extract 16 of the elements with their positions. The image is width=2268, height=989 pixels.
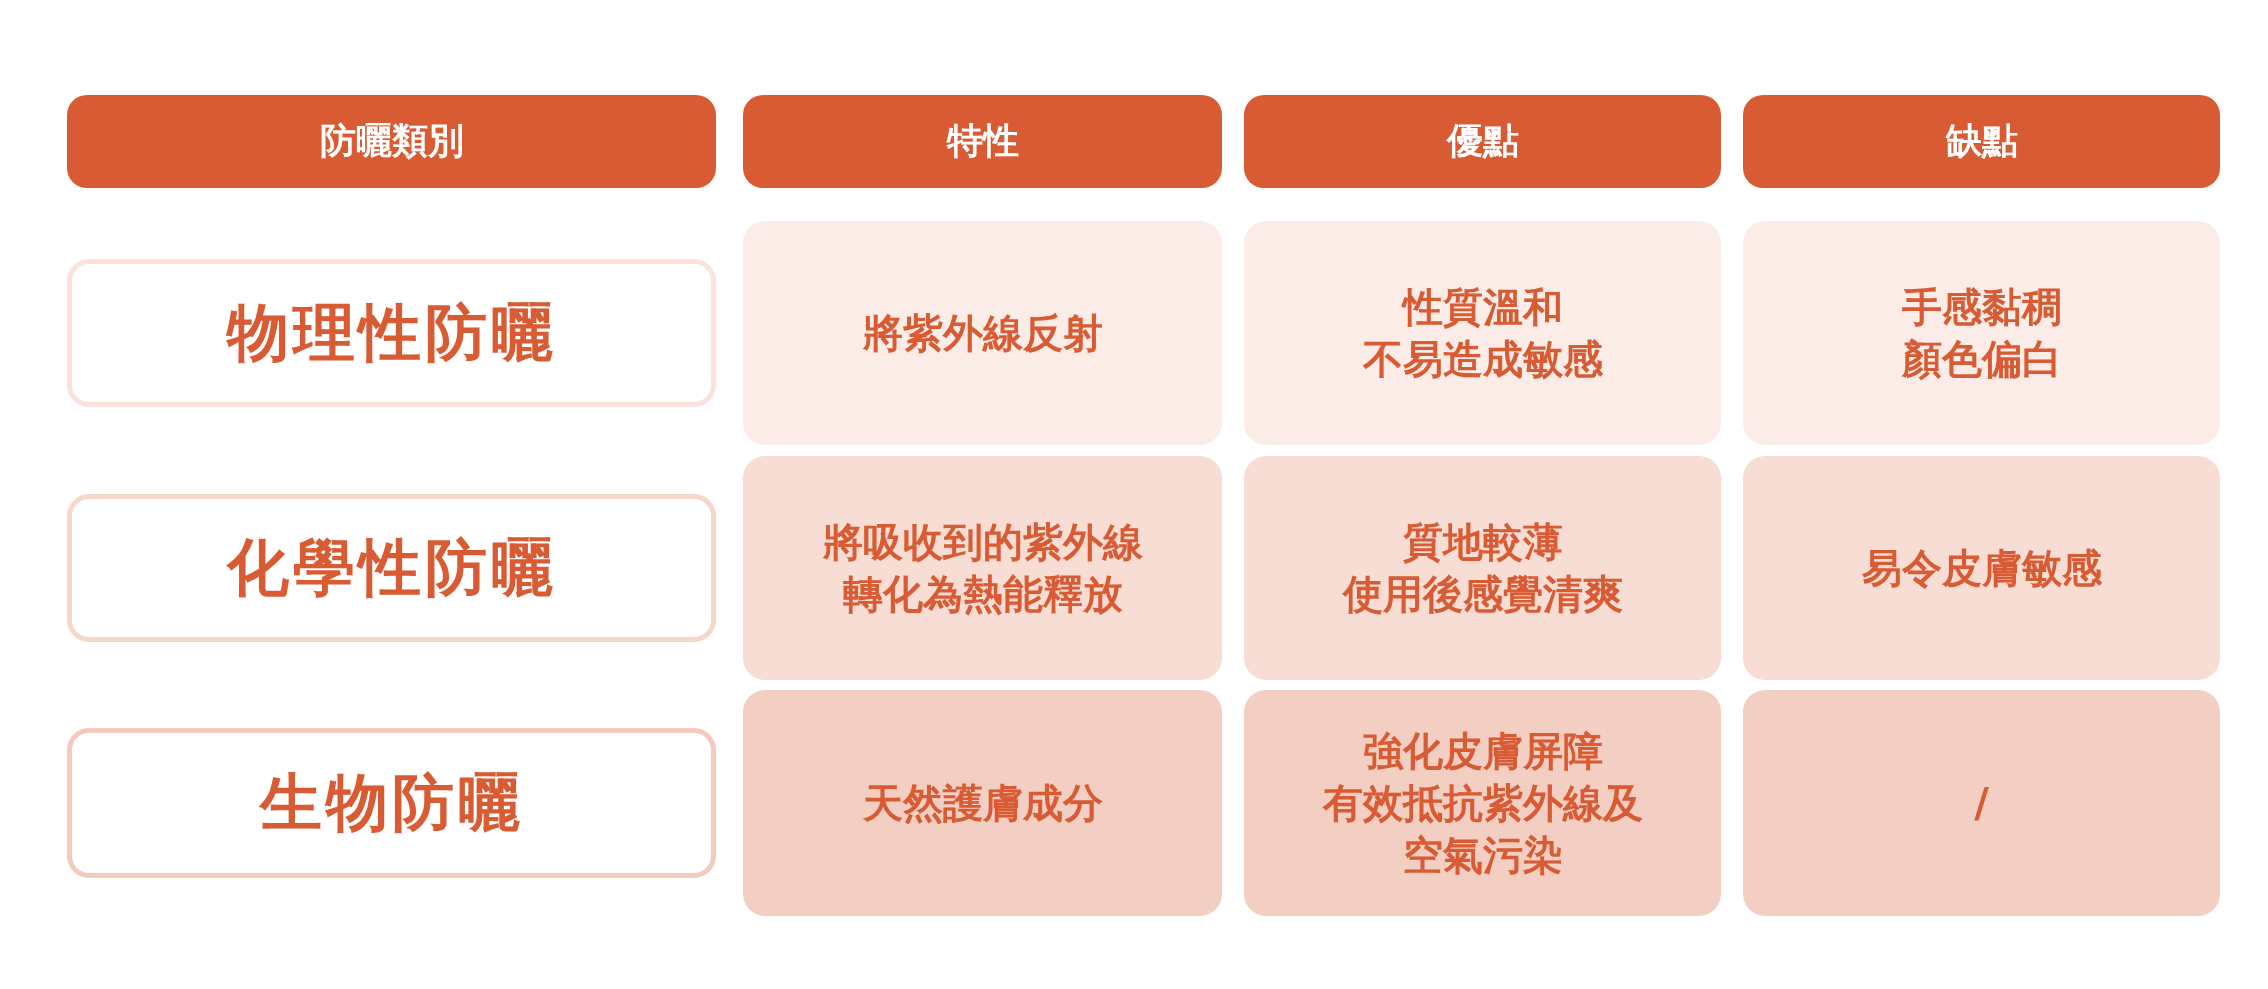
row-header: 生物防曬 [67, 728, 716, 878]
row-header: 物理性防曬 [67, 259, 716, 407]
table-cell: 性質溫和不易造成敏感 [1244, 221, 1721, 445]
table-cell: 質地較薄使用後感覺清爽 [1244, 456, 1721, 680]
column-header: 特性 [743, 95, 1222, 188]
column-header: 優點 [1244, 95, 1721, 188]
row-header: 化學性防曬 [67, 494, 716, 642]
table-cell: 手感黏稠顏色偏白 [1743, 221, 2220, 445]
table-cell: 將紫外線反射 [743, 221, 1222, 445]
column-header: 防曬類別 [67, 95, 716, 188]
table-cell: 天然護膚成分 [743, 690, 1222, 916]
table-cell: / [1743, 690, 2220, 916]
column-header: 缺點 [1743, 95, 2220, 188]
table-cell: 易令皮膚敏感 [1743, 456, 2220, 680]
table-cell: 將吸收到的紫外線轉化為熱能釋放 [743, 456, 1222, 680]
table-cell: 強化皮膚屏障有效抵抗紫外線及空氣污染 [1244, 690, 1721, 916]
